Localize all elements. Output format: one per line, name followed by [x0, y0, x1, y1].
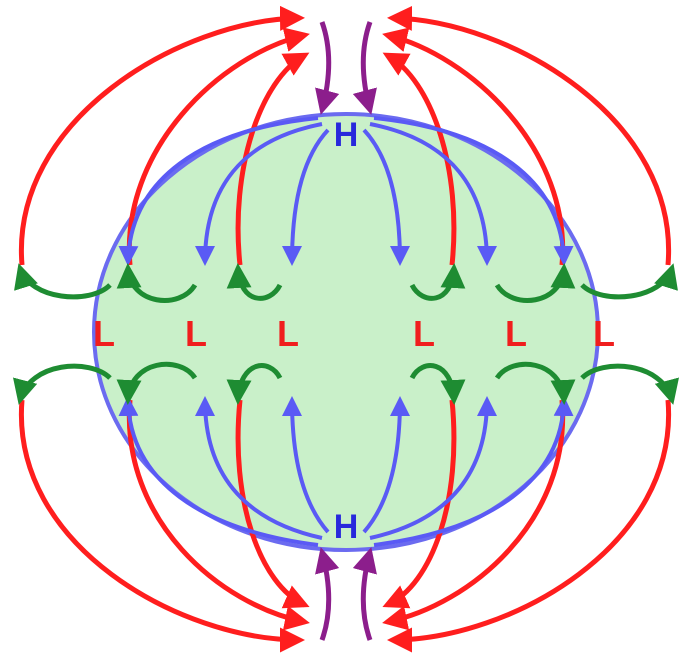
green-arrow-top-6 — [582, 268, 672, 297]
low-pressure-label-1: L — [93, 313, 115, 354]
green-arrow-bottom-6 — [582, 366, 672, 400]
low-pressure-label-3: L — [277, 313, 299, 354]
low-pressure-label-6: L — [593, 313, 615, 354]
purple-arrow-north-right — [363, 22, 370, 110]
low-pressure-label-5: L — [505, 313, 527, 354]
purple-arrow-south-right — [363, 552, 370, 640]
low-pressure-label-2: L — [185, 313, 207, 354]
green-arrow-bottom-1 — [20, 366, 110, 400]
green-arrow-top-1 — [20, 268, 110, 297]
purple-arrow-south-left — [322, 552, 329, 640]
purple-arrow-north-left — [322, 22, 329, 110]
high-pressure-label-north: H — [334, 116, 359, 154]
low-pressure-label-4: L — [413, 313, 435, 354]
high-pressure-label-south: H — [334, 508, 359, 546]
